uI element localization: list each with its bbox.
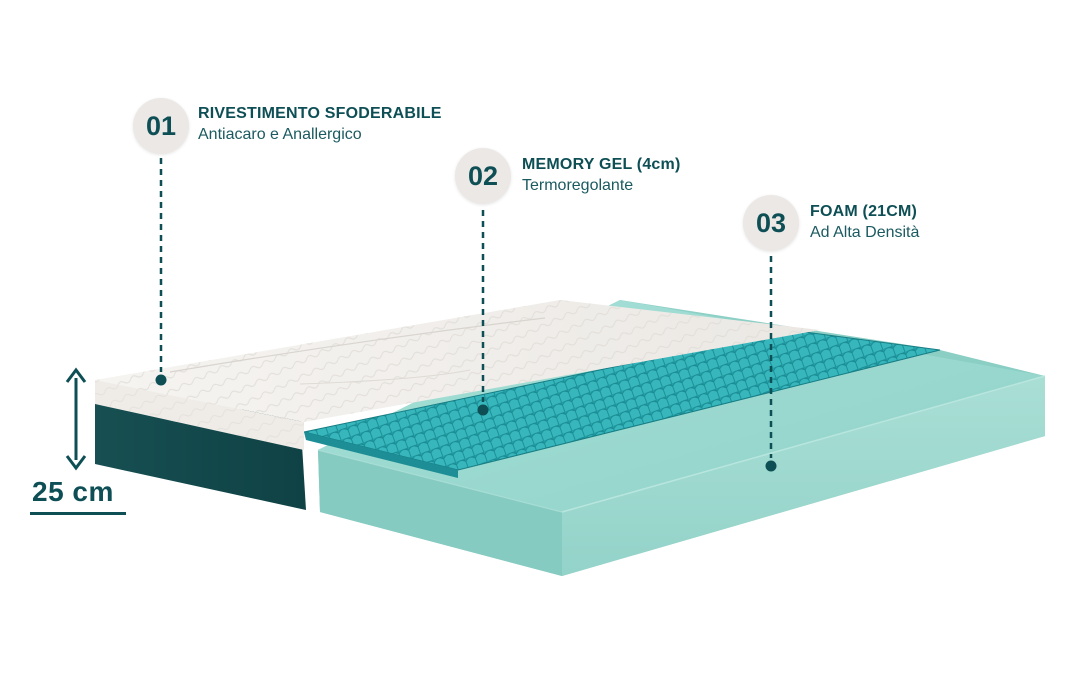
layer-03-badge: 03 — [743, 195, 799, 251]
layer-02-subtitle: Termoregolante — [522, 177, 634, 194]
layer-01-subtitle: Antiacaro e Anallergico — [198, 126, 362, 143]
layer-01-title: RIVESTIMENTO SFODERABILE — [198, 105, 442, 122]
cover-layer — [95, 300, 820, 510]
leader-line-01 — [155, 158, 167, 386]
layer-03-subtitle: Ad Alta Densità — [810, 224, 920, 241]
height-label: 25 cm — [32, 476, 114, 507]
layer-03-label: FOAM (21CM) Ad Alta Densità — [810, 202, 919, 244]
layer-02-title: MEMORY GEL (4cm) — [522, 156, 681, 173]
leader-line-03 — [765, 256, 777, 472]
layer-02-badge: 02 — [455, 148, 511, 204]
layer-01-label: RIVESTIMENTO SFODERABILE Antiacaro e Ana… — [198, 104, 442, 146]
layer-01-badge: 01 — [133, 98, 189, 154]
height-arrow-icon — [65, 367, 87, 471]
height-underline — [30, 512, 126, 515]
layer-03-title: FOAM (21CM) — [810, 203, 918, 220]
layer-02-label: MEMORY GEL (4cm) Termoregolante — [522, 155, 681, 197]
leader-line-02 — [477, 210, 489, 416]
